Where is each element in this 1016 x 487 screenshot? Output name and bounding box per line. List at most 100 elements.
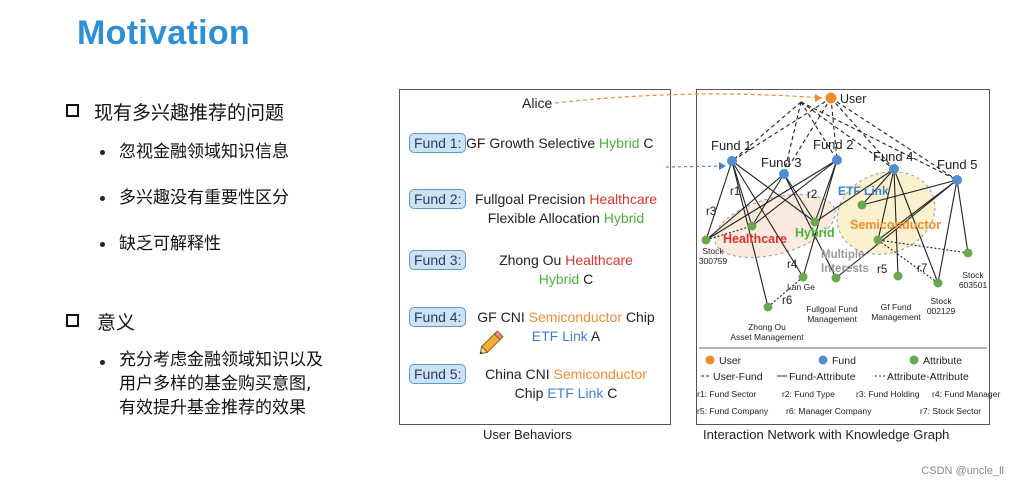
- fund-label: Fund 2: [813, 137, 853, 152]
- relation-label: r4: [787, 259, 798, 271]
- fund-attribute-edge: [861, 179, 958, 206]
- legend-attribute-dot: [909, 355, 919, 365]
- fund-attribute-edge: [861, 168, 895, 206]
- multiple-interests-label: Interests: [821, 263, 869, 275]
- bullet-item: 多兴趣没有重要性区分: [119, 188, 289, 208]
- fullgoal-label: Management: [807, 314, 857, 324]
- legend-fund-attr-label: Fund-Attribute: [789, 371, 856, 383]
- user-node: [825, 92, 837, 104]
- attribute-node: [831, 273, 841, 283]
- relation-label: r5: [877, 264, 887, 276]
- stock-002129-label: Stock: [930, 296, 952, 306]
- fund-node: [832, 155, 842, 165]
- bullet-line: 用户多样的基金购买意图,: [119, 374, 312, 394]
- user-fund-edge: [830, 97, 838, 161]
- gf-fund-label: Gf Fund: [881, 302, 912, 312]
- user-fund-edge: [783, 101, 802, 175]
- fund-attribute-edge: [956, 179, 969, 254]
- fund-node: [889, 164, 899, 174]
- fund-attribute-edge: [814, 168, 895, 223]
- relation-label: r7: [917, 263, 927, 275]
- legend-fund-dot: [818, 355, 828, 365]
- legend-relation-label: r5: Fund Company: [697, 406, 769, 416]
- attribute-node: [857, 200, 867, 210]
- legend-fund-label: Fund: [832, 355, 856, 367]
- fund-attribute-edge: [751, 173, 785, 227]
- bullet-item: 缺乏可解释性: [119, 234, 221, 254]
- fund-attribute-edge: [705, 173, 785, 241]
- fund-label: Fund 5: [937, 157, 977, 172]
- attribute-attribute-edge: [877, 239, 969, 254]
- attribute-node: [893, 271, 903, 281]
- legend-relation-label: r6: Manager Company: [786, 406, 872, 416]
- user-fund-edge: [731, 101, 802, 162]
- user-alice-label: Alice: [522, 95, 553, 111]
- legend-relation-label: r1: Fund Sector: [697, 389, 756, 399]
- user-fund-edge: [731, 97, 832, 162]
- attribute-node: [810, 217, 820, 227]
- relation-label: r1: [730, 186, 740, 198]
- fund-node: [952, 175, 962, 185]
- attribute-node: [798, 272, 808, 282]
- fund-attribute-edge: [877, 168, 895, 241]
- fund-tag: Fund 2:: [409, 189, 467, 209]
- attribute-attribute-edge: [877, 239, 939, 284]
- watermark: CSDN @uncle_ll: [921, 465, 1004, 477]
- fund-tag: Fund 4:: [409, 307, 467, 327]
- fund-attribute-edge: [937, 179, 958, 284]
- user-fund-edge: [830, 97, 895, 170]
- section-heading-problems: 现有多兴趣推荐的问题: [94, 102, 285, 124]
- legend-user-dot: [705, 355, 715, 365]
- alice-user-link: [554, 93, 823, 104]
- section-square-icon: [66, 104, 79, 117]
- gf-fund-label: Management: [871, 312, 921, 322]
- bullet-icon: [100, 242, 105, 247]
- multiple-interests-label: Multiple: [821, 249, 864, 261]
- fund-label: Fund 3: [761, 155, 801, 170]
- network-caption: Interaction Network with Knowledge Graph: [703, 427, 950, 442]
- fund-description: GF Growth Selective Hybrid C: [466, 135, 654, 151]
- fund-attribute-edge: [731, 160, 804, 278]
- legend-attribute-label: Attribute: [923, 355, 962, 367]
- bullet-item: 忽视金融领域知识信息: [119, 142, 289, 162]
- etf-link-label: ETF Link: [838, 184, 889, 198]
- stock-002129-label: 002129: [927, 306, 956, 316]
- fund-label: Fund 1: [711, 138, 751, 153]
- fund-attribute-edge: [731, 160, 753, 227]
- attribute-node: [933, 278, 943, 288]
- fund-label: Fund 4: [873, 149, 913, 164]
- legend-user-label: User: [719, 355, 742, 367]
- user-fund-edge: [800, 101, 958, 181]
- attribute-node: [701, 235, 711, 245]
- arrowhead-icon: [815, 94, 822, 102]
- relation-label: r2: [807, 189, 817, 201]
- fund-attribute-edge: [705, 160, 733, 241]
- fund-attribute-edge: [835, 179, 958, 279]
- stock-300759-label: 300759: [699, 256, 728, 266]
- lan-ge-label: Lan Ge: [787, 282, 815, 292]
- page-title: Motivation: [77, 14, 250, 52]
- section-square-icon: [66, 314, 79, 327]
- relation-label: r3: [706, 206, 716, 218]
- attribute-attribute-edge: [705, 225, 753, 241]
- fund-attribute-edge: [731, 160, 769, 308]
- zhong-ou-label: Asset Management: [730, 332, 804, 342]
- fund-node: [727, 156, 737, 166]
- bullet-line: 充分考虑金融领域知识以及: [119, 350, 323, 370]
- fund-link-arrow: [665, 165, 725, 168]
- pencil-icon: [479, 330, 504, 355]
- legend-relation-label: r2: Fund Type: [782, 389, 835, 399]
- fund-attribute-edge: [783, 173, 816, 223]
- zhong-ou-label: Zhong Ou: [748, 322, 786, 332]
- attribute-node: [763, 302, 773, 312]
- legend-relation-label: r3: Fund Holding: [856, 389, 920, 399]
- user-behaviors-caption: User Behaviors: [483, 427, 572, 442]
- bullet-icon: [100, 360, 105, 365]
- user-label: User: [840, 92, 866, 106]
- fund-attribute-edge: [893, 168, 899, 277]
- fund-attribute-edge: [705, 159, 838, 241]
- stock-603501-label: Stock: [962, 270, 984, 280]
